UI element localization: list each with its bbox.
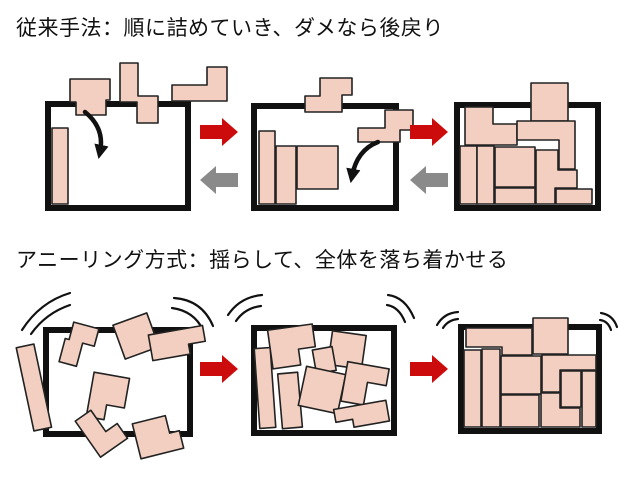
piece	[147, 324, 207, 362]
piece	[304, 77, 353, 113]
annealing-step-3	[435, 310, 619, 434]
piece	[296, 145, 339, 190]
piece	[253, 346, 277, 430]
piece	[266, 323, 317, 370]
conventional-step-1	[45, 62, 228, 211]
shake-wave	[172, 296, 215, 328]
piece	[476, 145, 495, 205]
piece	[481, 348, 501, 428]
conventional-step-3	[454, 82, 601, 211]
annealing-method-title: アニーリング方式：揺らして、全体を落ち着かせる	[16, 248, 509, 272]
conventional-step-2	[251, 77, 414, 211]
piece	[131, 414, 185, 460]
forward-arrow	[200, 118, 238, 146]
shake-wave	[599, 311, 619, 329]
piece	[516, 120, 576, 170]
piece	[275, 145, 297, 205]
piece	[581, 370, 597, 428]
forward-arrow	[410, 118, 448, 146]
annealing-step-2	[226, 293, 416, 436]
piece	[535, 149, 578, 205]
piece	[332, 399, 391, 429]
shake-wave	[29, 303, 72, 336]
shake-wave	[226, 293, 264, 317]
annealing-step-1	[15, 291, 215, 460]
piece	[465, 327, 533, 356]
shake-wave	[385, 303, 407, 324]
piece	[555, 188, 593, 205]
piece	[297, 365, 347, 415]
piece	[500, 394, 540, 428]
shake-wave	[386, 293, 416, 320]
piece	[119, 62, 159, 124]
piece	[74, 409, 129, 458]
backtrack-arrow	[200, 166, 238, 194]
piece	[171, 66, 228, 102]
conventional-method-title: 従来手法：順に詰めていき、ダメなら後戻り	[16, 16, 444, 40]
piece	[530, 82, 569, 122]
shake-wave	[441, 317, 460, 330]
piece	[494, 146, 536, 188]
piece	[58, 321, 100, 368]
shake-wave	[435, 310, 460, 327]
piece	[459, 145, 478, 205]
shake-wave	[598, 318, 613, 332]
container-box	[45, 101, 191, 211]
piece	[540, 392, 581, 428]
piece	[494, 187, 536, 205]
piece	[112, 312, 160, 360]
shake-wave	[20, 291, 72, 332]
forward-arrow	[200, 355, 238, 383]
piece	[340, 360, 390, 406]
piece	[532, 317, 569, 355]
piece	[541, 354, 597, 393]
piece	[258, 130, 276, 205]
piece	[51, 127, 69, 205]
backtrack-arrow	[410, 166, 448, 194]
shake-wave	[234, 304, 263, 323]
piece	[69, 78, 111, 116]
piece	[560, 370, 582, 408]
placement-arrow	[346, 139, 381, 184]
piece	[463, 349, 482, 428]
forward-arrow	[410, 355, 448, 383]
piece	[500, 355, 542, 395]
piece	[15, 343, 53, 432]
placement-arrow	[82, 109, 109, 160]
